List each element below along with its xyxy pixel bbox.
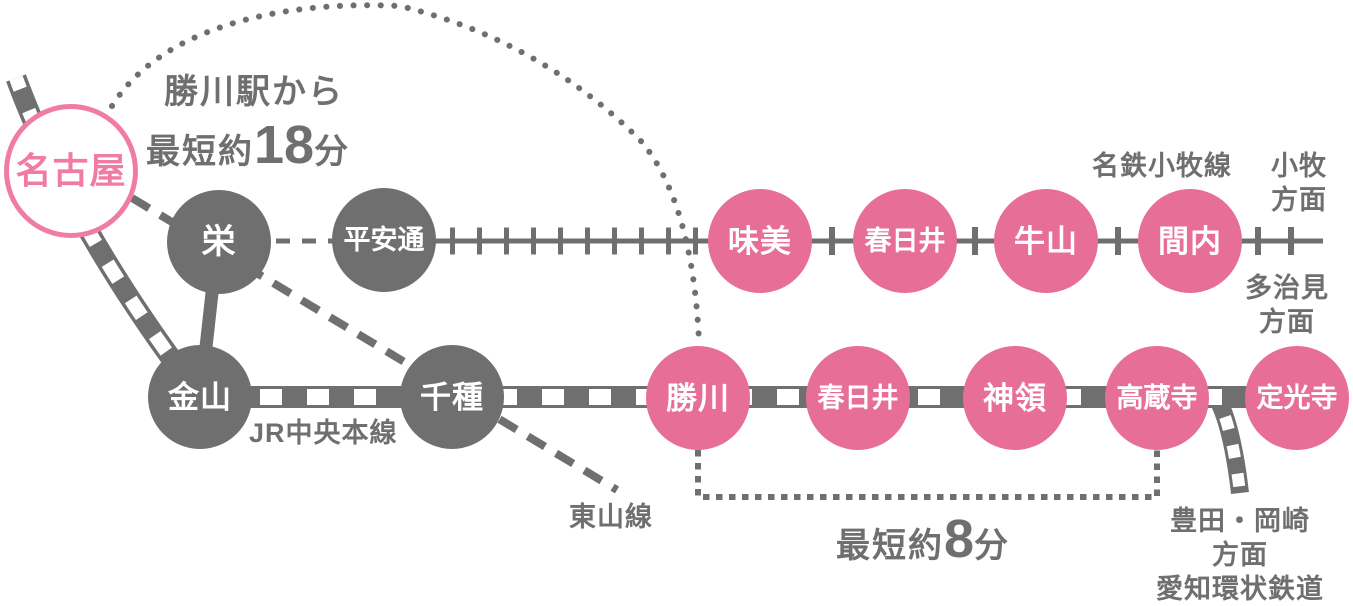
- station-label: 栄: [201, 223, 237, 261]
- direction-tajimi-line2: 方面: [1259, 306, 1315, 337]
- station-manai: 間内: [1138, 189, 1242, 293]
- station-label: 春日井: [817, 382, 899, 413]
- station-label: 神領: [983, 380, 1047, 416]
- station-heiandori: 平安通: [332, 188, 436, 292]
- station-jinryo: 神領: [963, 346, 1067, 450]
- label-jr-chuo-line: JR中央本線: [249, 418, 398, 448]
- aichi-loop-curve-stripes: [1210, 393, 1246, 494]
- note-18min: 勝川駅から 最短約18分: [146, 72, 350, 178]
- station-kanayama: 金山: [148, 345, 252, 449]
- direction-komaki-line2: 方面: [1271, 184, 1327, 215]
- label-meitetsu-komaki-line: 名鉄小牧線: [1092, 151, 1232, 181]
- station-label: 名古屋: [15, 150, 127, 191]
- station-label: 平安通: [343, 224, 425, 255]
- station-label: 金山: [168, 379, 232, 415]
- direction-komaki: 小牧 方面: [1256, 150, 1342, 218]
- station-ushiyama: 牛山: [994, 189, 1098, 293]
- station-sakae: 栄: [167, 190, 271, 294]
- station-label: 千種: [420, 379, 484, 415]
- station-kasugai-jr: 春日井: [806, 346, 910, 450]
- direction-toyota-okazaki-line1: 豊田・岡崎: [1170, 506, 1310, 536]
- min-unit: 分: [314, 132, 351, 171]
- station-jokoji: 定光寺: [1245, 346, 1349, 450]
- station-nagoya: 名古屋: [4, 104, 138, 238]
- min-label: 最短約: [836, 527, 944, 565]
- min-value: 18: [254, 114, 315, 175]
- direction-tajimi: 多治見 方面: [1240, 272, 1334, 340]
- station-label: 牛山: [1014, 223, 1078, 259]
- min-label: 最短約: [146, 132, 254, 171]
- station-label: 勝川: [666, 380, 730, 416]
- station-label: 定光寺: [1256, 382, 1338, 413]
- station-label: 春日井: [864, 225, 946, 256]
- note-18min-line2: 最短約18分: [146, 113, 350, 178]
- note-8min: 最短約8分: [836, 508, 1010, 570]
- station-label: 高蔵寺: [1116, 382, 1198, 413]
- higashiyama-line-dashed: [129, 194, 620, 494]
- label-higashiyama-line: 東山線: [569, 502, 653, 532]
- route-8min-dotted-bracket: [695, 450, 1160, 500]
- station-chikusa: 千種: [400, 345, 504, 449]
- min-unit: 分: [974, 527, 1011, 565]
- note-18min-line1: 勝川駅から: [164, 73, 344, 111]
- station-kozoji: 高蔵寺: [1105, 346, 1209, 450]
- min-value: 8: [944, 509, 975, 569]
- direction-komaki-line1: 小牧: [1271, 151, 1327, 181]
- station-label: 味美: [728, 223, 792, 259]
- direction-tajimi-line1: 多治見: [1245, 273, 1329, 303]
- station-kachigawa: 勝川: [646, 346, 750, 450]
- direction-toyota-okazaki-line2: 方面: [1212, 539, 1268, 570]
- station-kasugai-meitetsu: 春日井: [853, 189, 957, 293]
- station-label: 間内: [1158, 223, 1222, 259]
- direction-toyota-okazaki: 豊田・岡崎 方面: [1150, 505, 1330, 573]
- station-ajiyoshi: 味美: [708, 189, 812, 293]
- label-aichi-kanjo-line: 愛知環状鉄道: [1156, 574, 1324, 604]
